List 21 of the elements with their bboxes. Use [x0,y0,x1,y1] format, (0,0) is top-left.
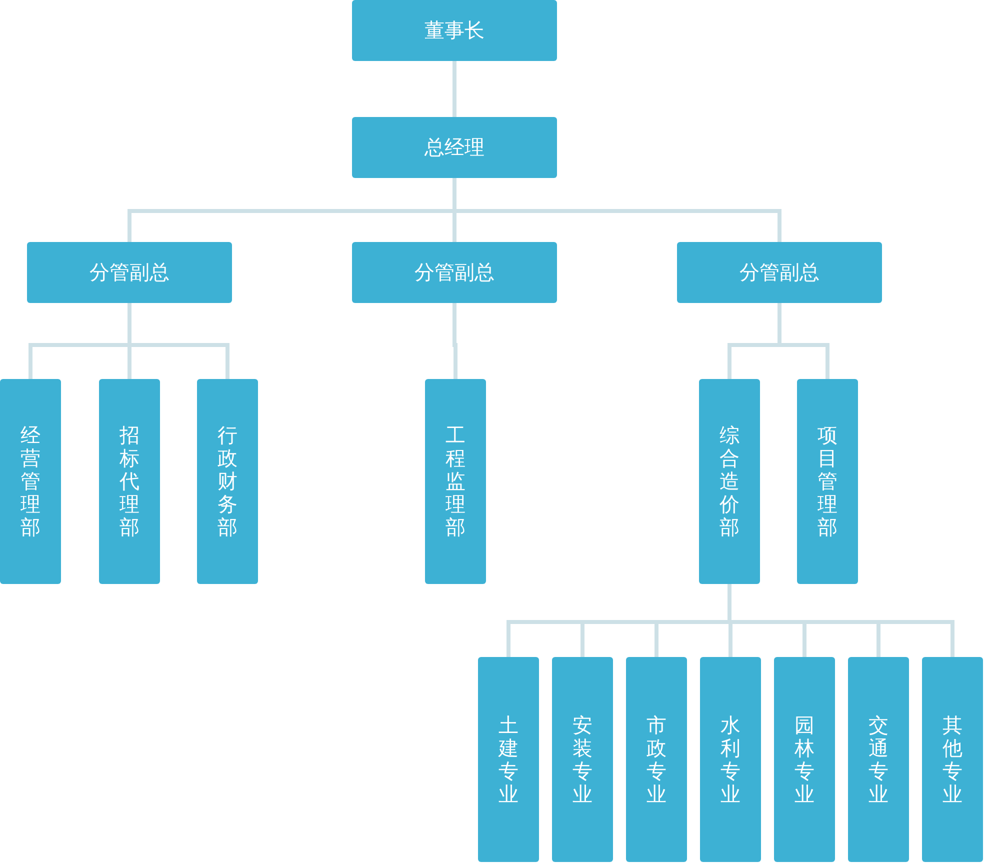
org-box: 项目管理部 [797,379,858,584]
org-box: 园林专业 [774,657,835,862]
org-box: 总经理 [352,117,557,178]
org-box: 其他专业 [922,657,983,862]
org-box: 董事长 [352,0,557,61]
connector-line [452,61,456,117]
connector-line [452,178,782,242]
org-box: 招标代理部 [99,379,160,584]
org-box: 分管副总 [352,242,557,303]
org-box: 经营管理部 [0,379,61,584]
org-box: 交通专业 [848,657,909,862]
org-box: 水利专业 [700,657,761,862]
org-box: 土建专业 [478,657,539,862]
connector-line [452,303,458,379]
org-box: 市政专业 [626,657,687,862]
org-box: 分管副总 [677,242,882,303]
org-box: 综合造价部 [699,379,760,584]
org-box: 分管副总 [27,242,232,303]
org-box: 安装专业 [552,657,613,862]
org-box: 行政财务部 [197,379,258,584]
org-box: 工程监理部 [425,379,486,584]
